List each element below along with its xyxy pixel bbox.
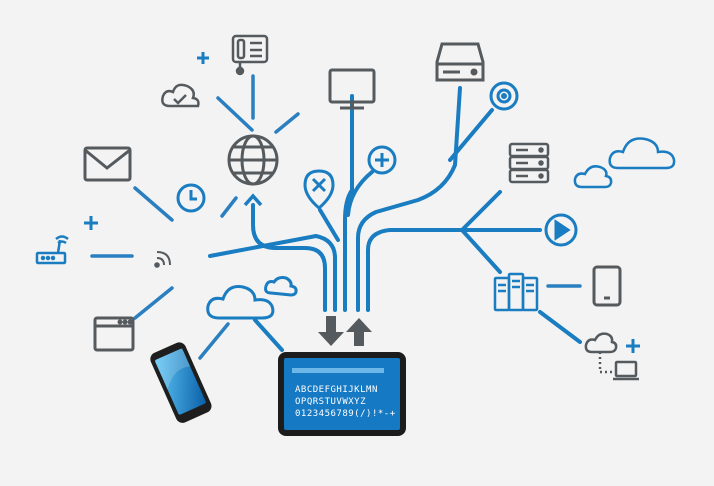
download-arrow-icon — [318, 316, 344, 346]
line-plus — [346, 170, 374, 217]
plus-icon — [84, 216, 98, 230]
line-close — [318, 208, 340, 242]
upload-arrow-icon — [346, 318, 372, 346]
target-icon — [489, 81, 519, 111]
browser-window-icon — [93, 316, 135, 352]
line-browser — [133, 286, 174, 320]
line-mail — [133, 186, 174, 222]
phone-icon — [231, 34, 269, 76]
wifi-icon — [154, 251, 171, 268]
close-pin-icon — [303, 169, 335, 210]
server-icon — [508, 142, 550, 184]
connection-lines — [90, 74, 582, 360]
mail-icon — [83, 146, 132, 182]
smartphone-icon — [150, 342, 212, 423]
cloud-check-icon — [161, 83, 200, 108]
line-phone-cloud — [198, 322, 230, 360]
line-target — [448, 108, 494, 162]
line-drive — [356, 86, 462, 312]
cloud-icon — [206, 276, 298, 320]
tablet-line-3: 0123456789(/)!*-+ — [295, 409, 396, 419]
line-server — [460, 190, 502, 232]
line-globe-spokes — [216, 74, 300, 218]
router-icon — [35, 235, 69, 265]
hard-drive-icon — [435, 42, 485, 82]
line-globe — [251, 203, 327, 312]
tablet-icon — [592, 265, 622, 307]
clock-icon — [176, 183, 206, 213]
laptop-icon — [584, 332, 639, 381]
globe-icon — [227, 134, 279, 186]
line-wifi — [208, 234, 337, 312]
play-icon — [544, 213, 578, 247]
line-hub — [366, 228, 464, 312]
server-rack-icon — [493, 272, 539, 312]
tablet-line-1: ABCDEFGHIJKLMN — [295, 385, 378, 395]
plus-icon — [626, 339, 640, 353]
line-rack — [460, 228, 502, 274]
plus-icon — [197, 52, 209, 64]
tablet-line-2: OPQRSTUVWXYZ — [295, 397, 366, 407]
globe-arrow-icon — [243, 193, 263, 207]
main-tablet: ABCDEFGHIJKLMN OPQRSTUVWXYZ 0123456789(/… — [278, 352, 406, 436]
plus-circle-icon — [367, 145, 397, 175]
cloud-icon — [573, 137, 676, 189]
line-cloud-small — [538, 310, 582, 344]
line-monitor — [343, 116, 354, 312]
line-cloud-tablet — [253, 318, 284, 352]
monitor-icon — [328, 68, 376, 110]
